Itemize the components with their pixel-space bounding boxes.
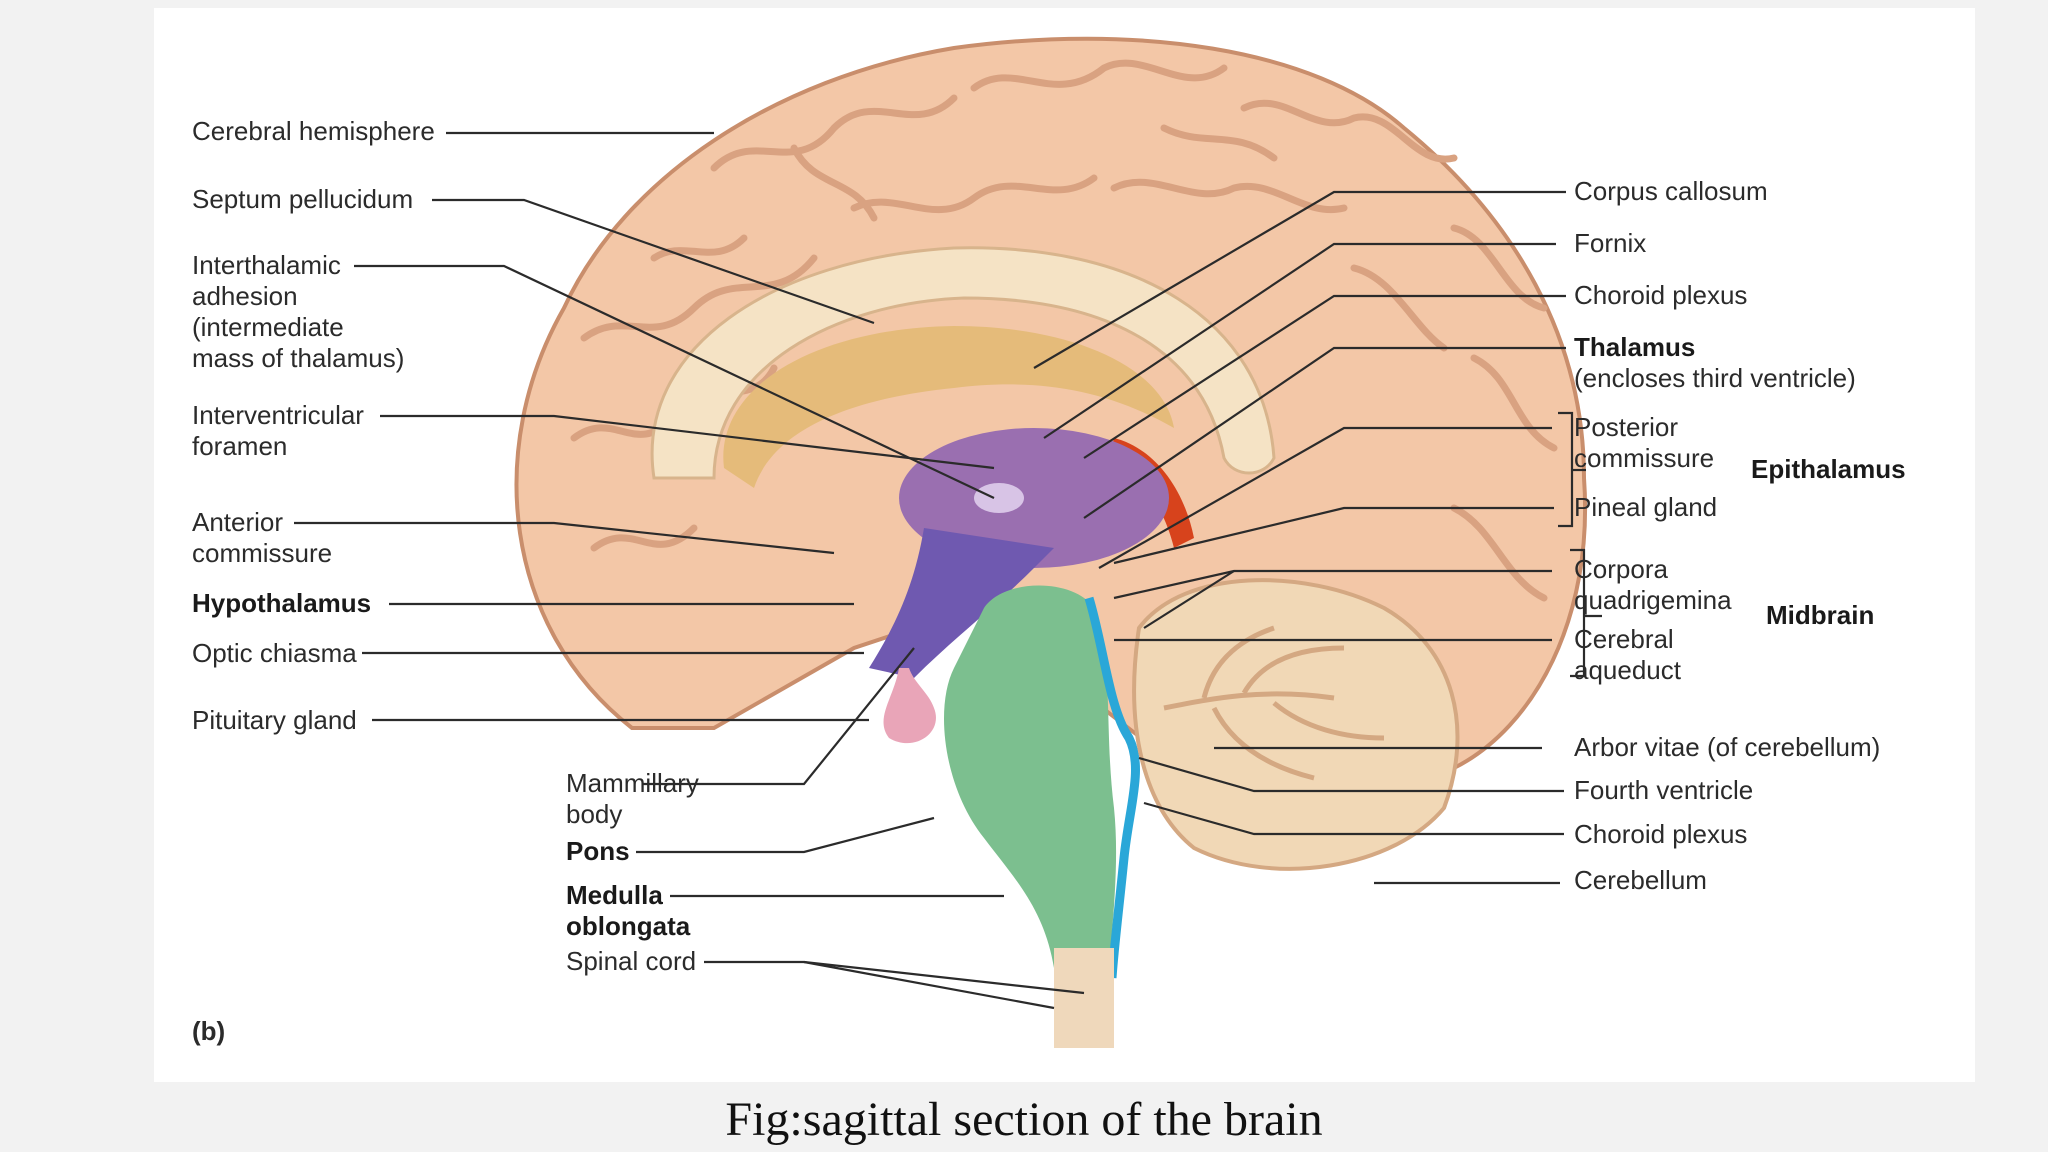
cerebral-aqueduct-shape [1084, 596, 1140, 979]
label-interventricular-line1: Interventricular [192, 400, 364, 430]
label-interthalamic-line1: Interthalamic [192, 250, 341, 280]
label-thalamus: Thalamus [1574, 332, 1696, 362]
label-pons: Pons [566, 836, 630, 866]
label-corpus-callosum: Corpus callosum [1574, 176, 1768, 206]
label-medulla-line2: oblongata [566, 911, 691, 941]
figure-caption: Fig:sagittal section of the brain [725, 1093, 1323, 1146]
label-cerebral-aqueduct-line2: aqueduct [1574, 655, 1681, 685]
label-posterior-commissure-line1: Posterior [1574, 412, 1679, 442]
label-anterior-commissure-line2: commissure [192, 538, 333, 568]
corpus-callosum-shape [650, 246, 1276, 480]
panel-tag: (b) [192, 1016, 226, 1046]
label-thalamus-note: (encloses third ventricle) [1574, 363, 1856, 393]
label-choroid-plexus-upper: Choroid plexus [1574, 280, 1748, 310]
label-fornix: Fornix [1574, 228, 1647, 258]
pituitary-gland-shape [883, 668, 936, 744]
cerebellum-shape [1132, 578, 1460, 871]
gyri-pattern [570, 59, 1558, 602]
label-choroid-plexus-lower: Choroid plexus [1574, 819, 1748, 849]
label-pituitary-gland: Pituitary gland [192, 705, 357, 735]
hypothalamus-shape [869, 528, 1054, 678]
label-corpora-line2: quadrigemina [1574, 585, 1732, 615]
label-arbor-vitae: Arbor vitae (of cerebellum) [1574, 732, 1881, 762]
label-septum-pellucidum: Septum pellucidum [192, 184, 414, 214]
label-mammillary-line2: body [566, 799, 623, 829]
label-midbrain-group: Midbrain [1766, 600, 1875, 630]
label-spinal-cord: Spinal cord [566, 946, 697, 976]
leader-lines [294, 131, 1602, 1010]
label-fourth-ventricle: Fourth ventricle [1574, 775, 1754, 805]
label-epithalamus-group: Epithalamus [1751, 454, 1906, 484]
brain-sagittal-diagram [294, 36, 1602, 1048]
label-anterior-commissure-line1: Anterior [192, 507, 284, 537]
lateral-ventricle-shape [723, 326, 1174, 488]
label-hypothalamus: Hypothalamus [192, 588, 372, 618]
spinal-cord-shape [1054, 948, 1114, 1048]
label-interthalamic-line3: (intermediate [192, 312, 344, 342]
label-interventricular-line2: foramen [192, 431, 288, 461]
label-cerebral-hemisphere: Cerebral hemisphere [192, 116, 435, 146]
thalamus-shape [899, 428, 1169, 568]
label-mammillary-line1: Mammillary [566, 768, 699, 798]
interthalamic-adhesion-shape [974, 483, 1024, 513]
brainstem-shape [944, 585, 1117, 968]
label-posterior-commissure-line2: commissure [1574, 443, 1715, 473]
label-interthalamic-line4: mass of thalamus) [192, 343, 405, 373]
label-interthalamic-line2: adhesion [192, 281, 298, 311]
figure-panel: Cerebral hemisphere Septum pellucidum In… [154, 8, 1975, 1082]
arbor-vitae-pattern [1163, 625, 1385, 781]
label-optic-chiasma: Optic chiasma [192, 638, 357, 668]
label-medulla-line1: Medulla [566, 880, 663, 910]
label-cerebellum: Cerebellum [1574, 865, 1707, 895]
label-pineal-gland: Pineal gland [1574, 492, 1718, 522]
label-corpora-line1: Corpora [1574, 554, 1668, 584]
label-cerebral-aqueduct-line1: Cerebral [1574, 624, 1674, 654]
